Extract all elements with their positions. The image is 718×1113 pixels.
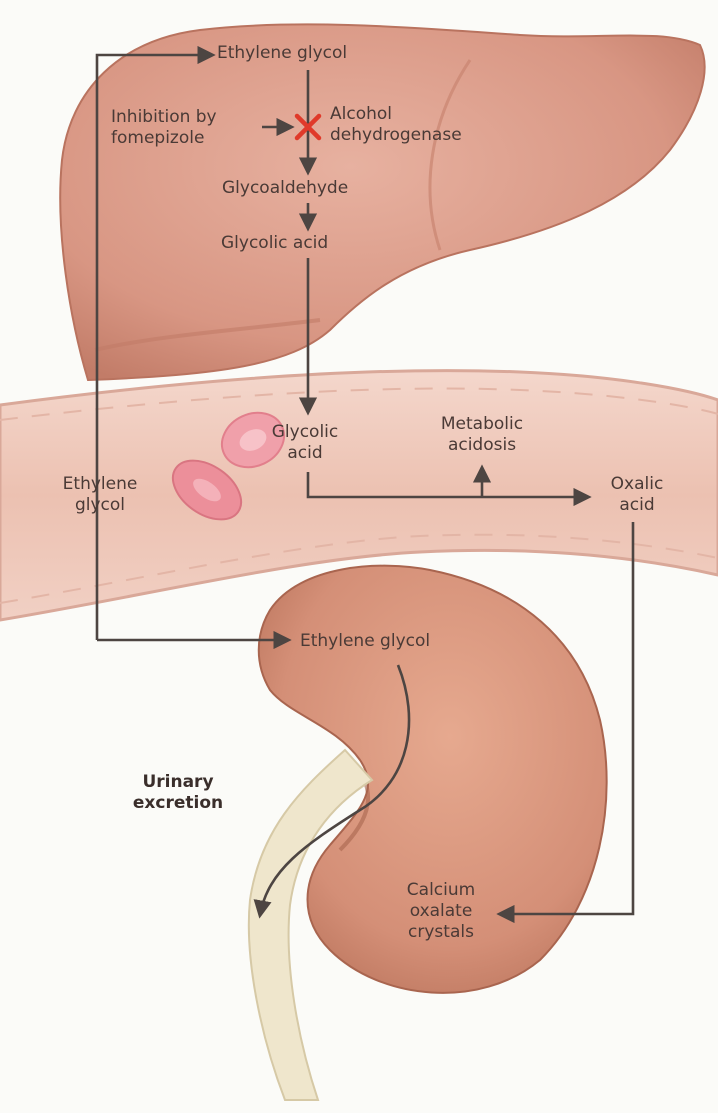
kidney-ethylene-glycol-label: Ethylene glycol bbox=[300, 631, 430, 652]
metabolic-line-1: Metabolic bbox=[412, 414, 552, 435]
inhibition-label: Inhibition by fomepizole bbox=[111, 107, 217, 149]
oxalic-line-2: acid bbox=[592, 495, 682, 516]
enzyme-line-2: dehydrogenase bbox=[330, 125, 462, 146]
oxalic-acid-label: Oxalic acid bbox=[592, 474, 682, 516]
enzyme-line-1: Alcohol bbox=[330, 104, 462, 125]
liver-ethylene-glycol-label: Ethylene glycol bbox=[217, 43, 347, 64]
glycoaldehyde-label: Glycoaldehyde bbox=[222, 178, 348, 199]
blood-ethylene-line-2: glycol bbox=[40, 495, 160, 516]
liver-glycolic-acid-label: Glycolic acid bbox=[221, 233, 328, 254]
urinary-line-1: Urinary bbox=[117, 772, 239, 793]
blood-ethylene-glycol-label: Ethylene glycol bbox=[40, 474, 160, 516]
urinary-line-2: excretion bbox=[117, 793, 239, 814]
enzyme-label: Alcohol dehydrogenase bbox=[330, 104, 462, 146]
liver bbox=[60, 24, 704, 380]
metabolic-line-2: acidosis bbox=[412, 435, 552, 456]
inhibition-line-2: fomepizole bbox=[111, 128, 217, 149]
calcium-oxalate-label: Calcium oxalate crystals bbox=[381, 880, 501, 943]
metabolic-acidosis-label: Metabolic acidosis bbox=[412, 414, 552, 456]
urinary-excretion-label: Urinary excretion bbox=[117, 772, 239, 814]
crystals-line-3: crystals bbox=[381, 922, 501, 943]
oxalic-line-1: Oxalic bbox=[592, 474, 682, 495]
crystals-line-1: Calcium bbox=[381, 880, 501, 901]
blood-glycolic-line-2: acid bbox=[255, 443, 355, 464]
inhibition-line-1: Inhibition by bbox=[111, 107, 217, 128]
blood-glycolic-acid-label: Glycolic acid bbox=[255, 422, 355, 464]
crystals-line-2: oxalate bbox=[381, 901, 501, 922]
blood-ethylene-line-1: Ethylene bbox=[40, 474, 160, 495]
blood-glycolic-line-1: Glycolic bbox=[255, 422, 355, 443]
